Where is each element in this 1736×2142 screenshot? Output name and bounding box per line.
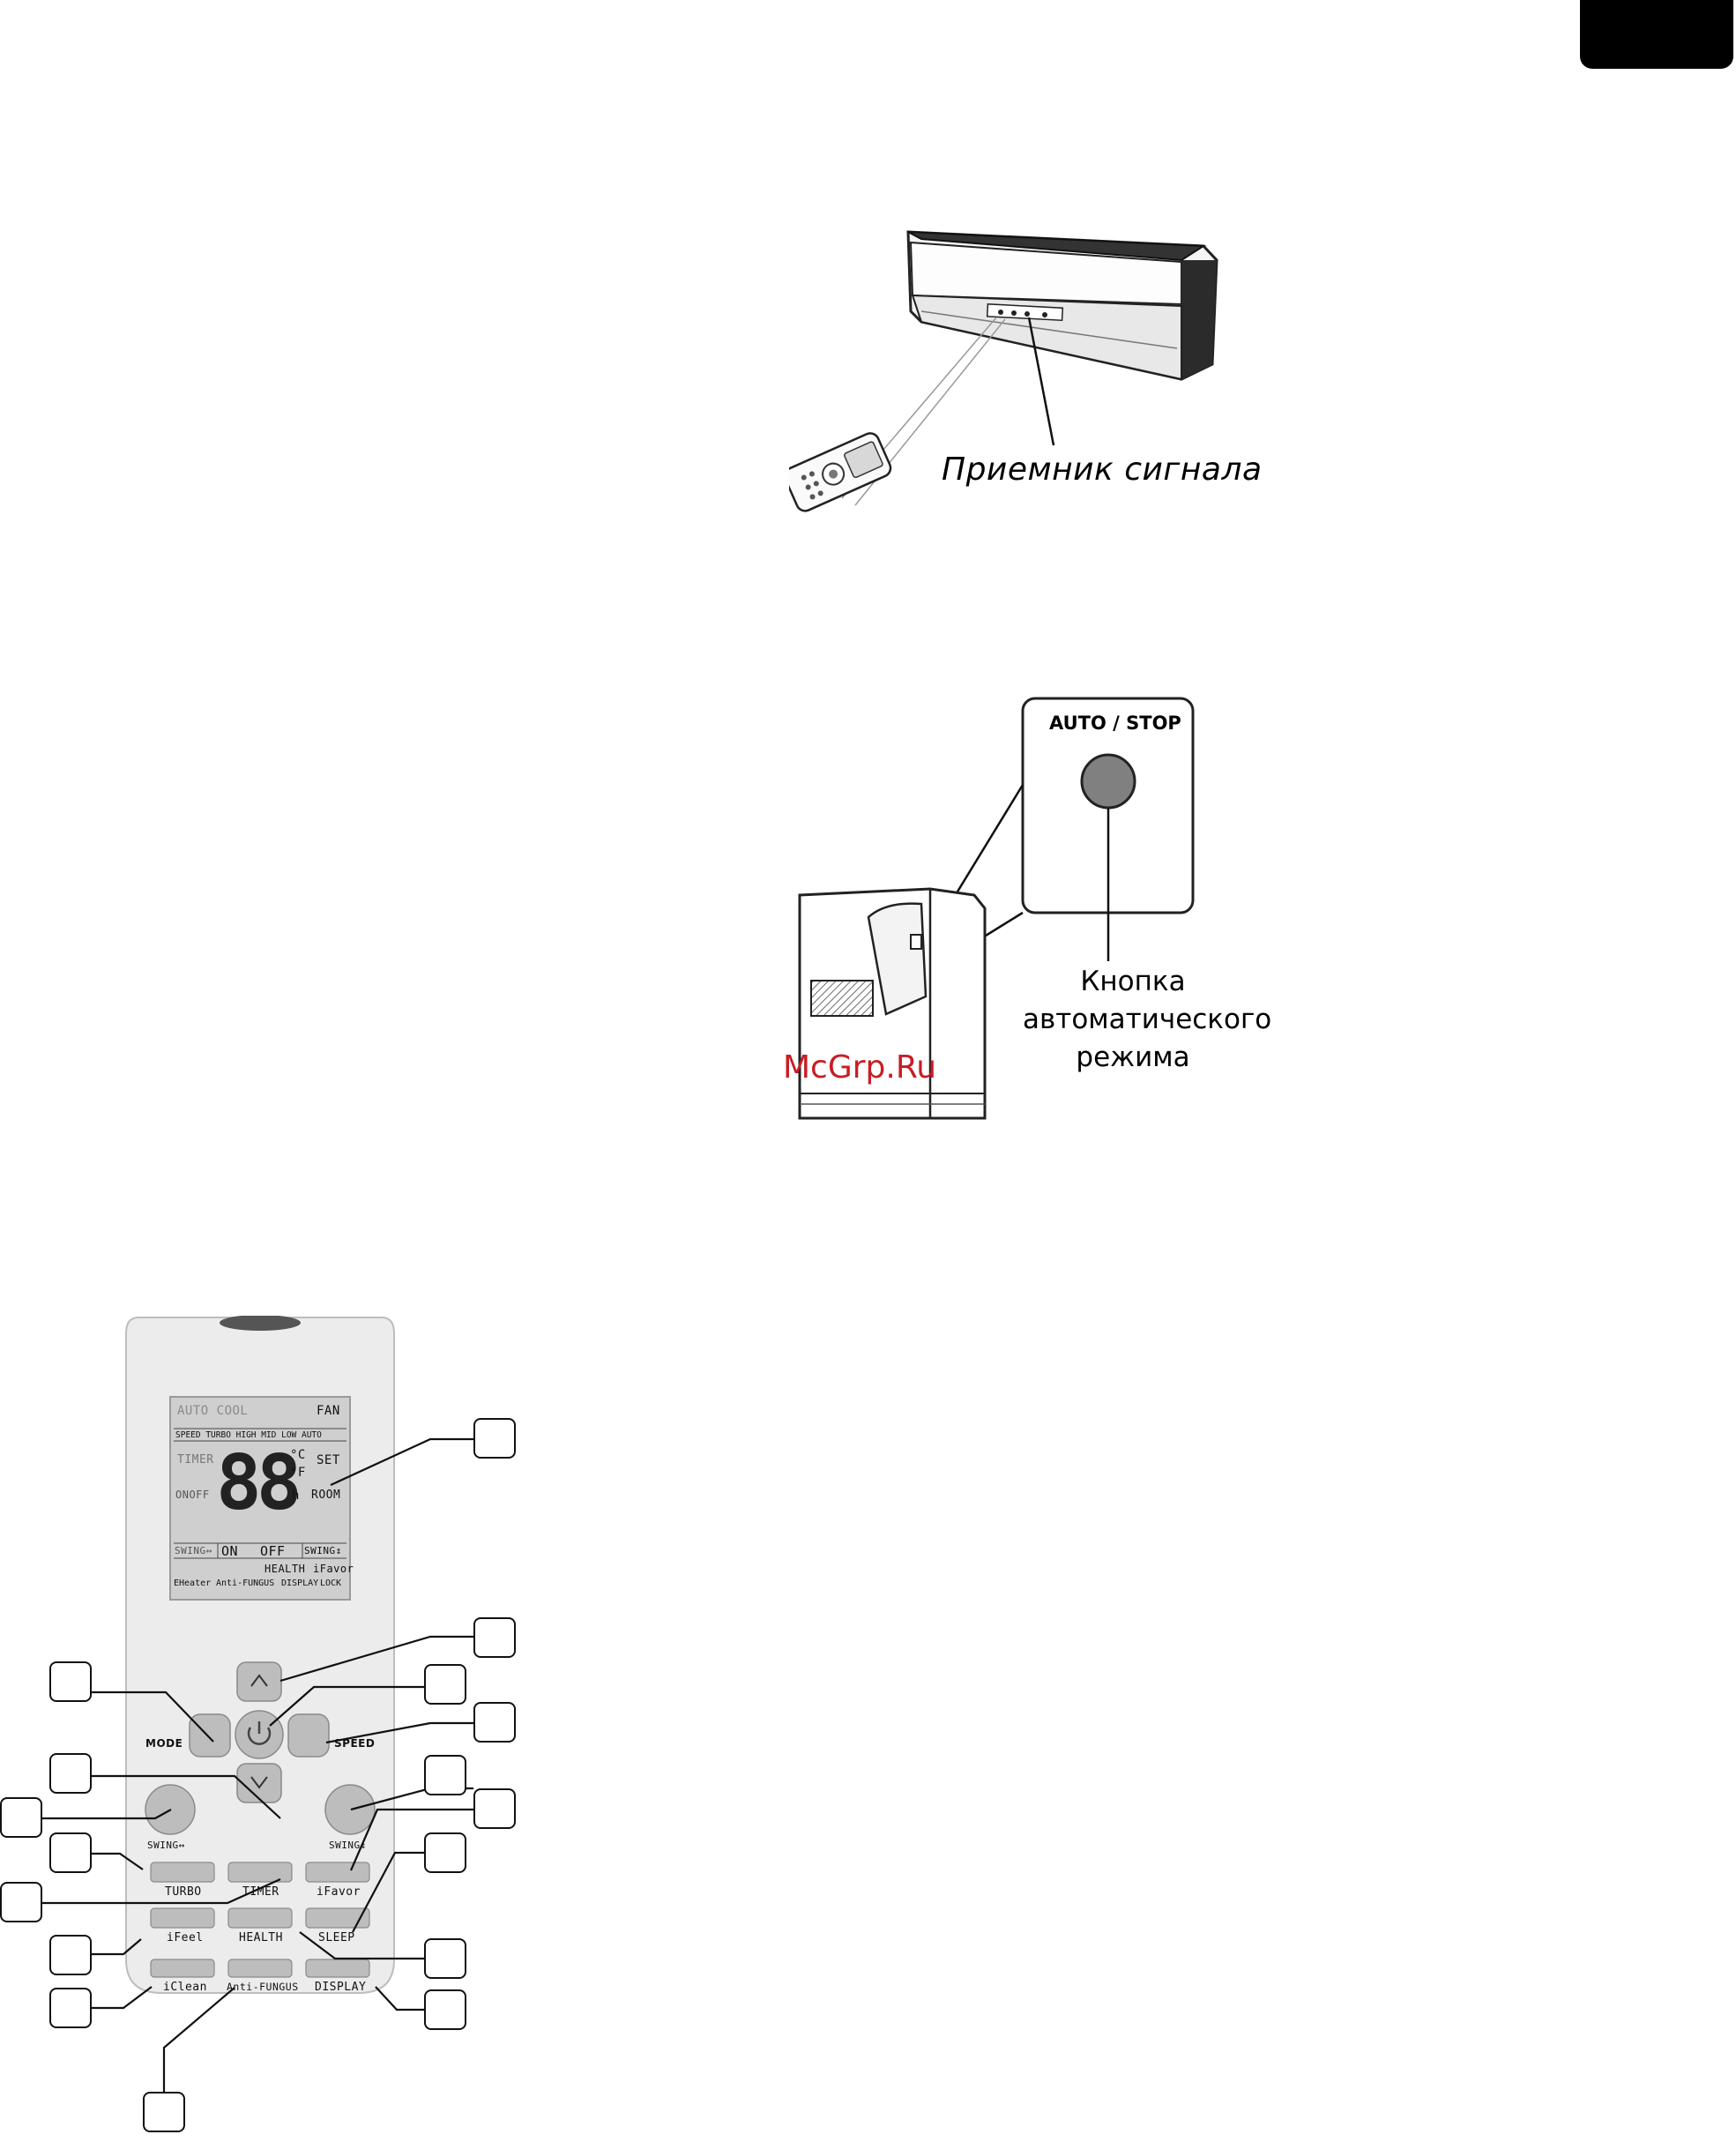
callout-speed — [473, 1702, 516, 1743]
callout-temp-up — [473, 1617, 516, 1658]
lcd-lock: LOCK — [320, 1579, 342, 1588]
ifeel-button[interactable] — [151, 1908, 214, 1928]
lcd-display: DISPLAY — [281, 1579, 319, 1588]
mode-button[interactable] — [190, 1714, 230, 1757]
lcd-unit-c: °C — [290, 1448, 306, 1462]
mode-label: MODE — [145, 1737, 183, 1750]
remote-body — [125, 1316, 395, 1994]
callout-temp-down — [49, 1753, 92, 1794]
timer-button[interactable] — [228, 1862, 292, 1882]
lcd-unit-h: h — [292, 1489, 300, 1503]
lcd-eheater: EHeater — [174, 1579, 212, 1588]
lcd-onoff: ONOFF — [175, 1489, 210, 1501]
lcd-digits: 88 — [216, 1439, 302, 1527]
swing-horizontal-button[interactable] — [145, 1785, 195, 1834]
callout-sleep — [424, 1938, 466, 1979]
iclean-label: iClean — [163, 1981, 207, 1994]
lcd-swing-on: ON — [221, 1543, 239, 1559]
signal-receiver-caption: Приемник сигнала — [942, 452, 1263, 488]
lcd-fan: FAN — [317, 1404, 340, 1418]
sleep-label: SLEEP — [318, 1931, 355, 1944]
callout-lcd — [473, 1418, 516, 1459]
caption-line-2: автоматического — [1023, 1004, 1272, 1035]
caption-line-1: Кнопка — [1080, 966, 1186, 997]
lcd-speed-row: SPEED TURBO HIGH MID LOW AUTO — [175, 1430, 322, 1440]
ifavor-label: iFavor — [317, 1885, 361, 1899]
turbo-label: TURBO — [165, 1885, 202, 1899]
power-button[interactable] — [235, 1711, 283, 1758]
callout-power — [424, 1664, 466, 1705]
swing-vertical-button[interactable] — [325, 1785, 375, 1834]
callout-turbo — [49, 1832, 92, 1873]
callout-swing-v — [424, 1755, 466, 1795]
callout-ifeel — [49, 1935, 92, 1975]
callout-display — [424, 1989, 466, 2030]
callout-mode — [49, 1661, 92, 1702]
timer-label: TIMER — [242, 1885, 279, 1899]
remote-control: AUTO COOL FAN SPEED TURBO HIGH MID LOW A… — [119, 1316, 401, 1996]
lcd-swing-v: SWING↕ — [304, 1545, 342, 1556]
lcd-auto-cool: AUTO COOL — [177, 1404, 249, 1418]
swing-h-label: SWING↔ — [147, 1840, 185, 1851]
callout-sleep-top — [424, 1832, 466, 1873]
temp-up-button[interactable] — [237, 1662, 281, 1701]
lcd-swing-off: OFF — [260, 1543, 286, 1559]
lcd-room: ROOM — [311, 1489, 341, 1502]
callout-swing-h — [0, 1797, 42, 1838]
iclean-button[interactable] — [151, 1959, 214, 1977]
lcd-timer: TIMER — [177, 1453, 214, 1467]
temp-down-button[interactable] — [237, 1764, 281, 1802]
lcd-antifungus: Anti-FUNGUS — [216, 1579, 275, 1588]
lcd-health: HEALTH — [264, 1563, 306, 1575]
antifungus-label: Anti-FUNGUS — [227, 1981, 299, 1993]
health-button[interactable] — [228, 1908, 292, 1928]
ifavor-button[interactable] — [306, 1862, 369, 1882]
speed-button[interactable] — [288, 1714, 329, 1757]
auto-mode-caption: Кнопка автоматического режима — [1023, 963, 1272, 1077]
callout-health — [143, 2092, 185, 2132]
health-label: HEALTH — [239, 1931, 283, 1944]
swing-v-label: SWING↕ — [329, 1840, 367, 1851]
speed-label: SPEED — [334, 1737, 376, 1750]
display-button[interactable] — [306, 1959, 369, 1977]
callout-timer — [0, 1882, 42, 1922]
watermark: McGrp.Ru — [783, 1049, 937, 1086]
caption-line-3: режима — [1076, 1041, 1190, 1073]
lcd-set: SET — [317, 1453, 340, 1467]
sleep-button[interactable] — [306, 1908, 369, 1928]
lcd-swing-h: SWING↔ — [175, 1545, 212, 1556]
turbo-button[interactable] — [151, 1862, 214, 1882]
auto-stop-label: AUTO / STOP — [1049, 713, 1181, 734]
indoor-unit-illustration — [789, 230, 1218, 512]
display-label: DISPLAY — [315, 1981, 367, 1994]
callout-ifavor — [473, 1788, 516, 1829]
callout-iclean — [49, 1988, 92, 2028]
page-tab — [1580, 0, 1733, 69]
lcd-ifavor: iFavor — [313, 1563, 354, 1575]
ifeel-label: iFeel — [167, 1931, 204, 1944]
antifungus-button[interactable] — [228, 1959, 292, 1977]
lcd-unit-f: °F — [290, 1466, 306, 1480]
auto-stop-illustration — [798, 697, 1195, 1120]
